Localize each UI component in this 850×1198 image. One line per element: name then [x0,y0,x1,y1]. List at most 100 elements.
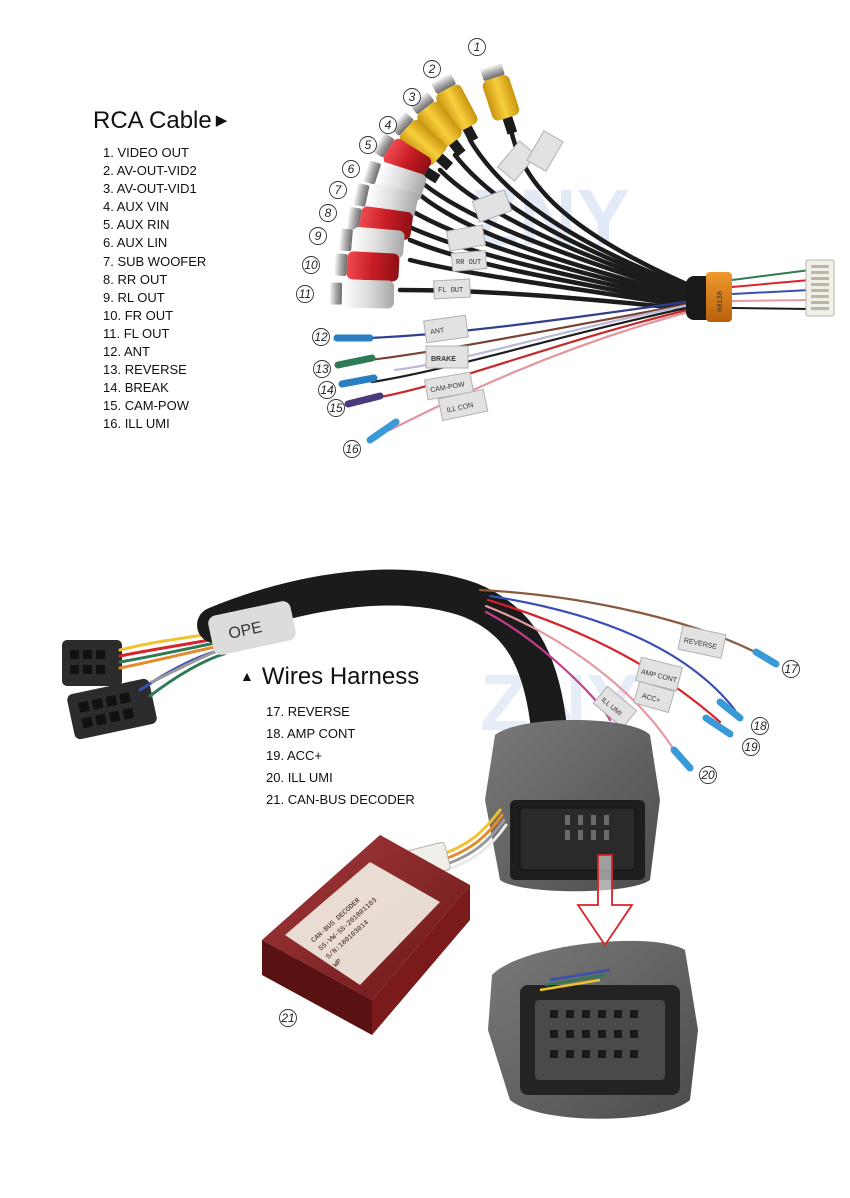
legend-number: 12. [103,344,124,360]
callout-number: 17 [784,662,799,676]
callout-circle [302,256,320,274]
rca-wire-tags: RR OUT FL OUT ANT BRAKE CAM-POW ILL CON [423,130,564,422]
harness-legend-item: 20. ILL UMI [266,769,415,791]
callout-circle [329,181,347,199]
legend-number: 9. [103,289,118,305]
callout-circle [309,227,327,245]
bundle-tag: 00138 [717,291,725,312]
iso-connector-left-top [62,640,122,686]
rca-legend-item: 2. AV-OUT-VID2 [103,162,206,180]
rca-legend-item: 4. AUX VIN [103,198,206,216]
legend-label: VIDEO OUT [117,145,189,160]
callout-circle [423,60,441,78]
sleeve-tag: OPE [227,619,264,643]
triangle-right-icon: ▶ [215,112,228,129]
svg-text:ANT: ANT [430,327,446,336]
callout-circle [343,440,361,458]
wires-harness: OPE REVERSE AMP CONT ACC+ [62,569,800,1119]
rca-legend-item: 9. RL OUT [103,289,206,307]
callout-number: 8 [325,206,332,220]
legend-label: CAM-POW [124,398,189,414]
callout-number: 14 [320,383,334,397]
legend-number: 14. [103,380,125,396]
harness-legend-item: 19. ACC+ [266,747,415,769]
wires-harness-title: ▲Wires Harness [240,663,420,690]
callout-circle [327,399,345,417]
legend-label: RL OUT [117,289,165,305]
legend-number: 4. [103,199,117,215]
callout-circle [742,738,760,756]
callout-circle [782,660,800,678]
callout-circle [318,381,336,399]
callout-circle [403,88,421,106]
harness-legend-item: 21. CAN-BUS DECODER [266,791,415,813]
rca-plug-9 [339,226,405,259]
callout-circle [319,204,337,222]
iso-connector-left-bottom [67,678,157,740]
rca-legend-item: 8. RR OUT [103,271,206,289]
legend-number: 21. [266,792,288,807]
legend-label: REVERSE [124,362,187,378]
legend-label: BREAK [124,380,169,396]
callout-number: 9 [315,229,322,243]
pin-13 [334,354,376,369]
rca-legend-item: 7. SUB WOOFER [103,253,206,271]
pin-16 [366,418,400,444]
down-arrow-icon [576,854,634,947]
legend-number: 6. [103,235,117,251]
callout-number: 11 [299,287,311,301]
legend-label: AUX VIN [116,199,169,215]
svg-text:ACC+: ACC+ [641,693,661,705]
callout-number: 13 [315,362,329,376]
quadlock-connector-top [485,720,660,892]
svg-text:RR OUT: RR OUT [456,259,481,267]
callout-circle [296,285,314,303]
canbus-decoder-box: CAN-BUS DECODERSS-VW-SS-201801103S/N:180… [262,835,470,1035]
legend-number: 8. [103,271,118,287]
callout-number: 7 [335,183,343,197]
callout-number: 18 [753,719,767,733]
svg-text:BRAKE: BRAKE [431,356,456,363]
legend-number: 19. [266,748,287,763]
rca-plug-3 [410,92,466,157]
legend-label: AUX RIN [116,217,170,233]
wire-17 [478,588,772,662]
callout-number: 6 [348,162,355,176]
legend-number: 11. [103,325,124,341]
legend-number: 15. [103,398,125,414]
legend-number: 2. [103,163,117,179]
legend-number: 17. [266,704,288,719]
callout-number: 5 [365,138,372,152]
rca-legend-item: 11. FL OUT [103,325,206,343]
rca-plug-4 [391,112,454,171]
rca-legend-item: 3. AV-OUT-VID1 [103,180,206,198]
legend-number: 20. [266,770,288,785]
callout-circle [342,160,360,178]
legend-number: 13. [103,362,125,378]
harness-sleeve [197,569,566,738]
harness-legend-item: 17. REVERSE [266,703,415,725]
callout-circle [313,360,331,378]
rca-legend-item: 1. VIDEO OUT [103,144,206,162]
legend-label: ANT [123,344,150,360]
wire-20 [484,604,682,762]
rca-legend-item: 5. AUX RIN [103,216,206,234]
rca-legend-item: 16. ILL UMI [103,415,206,433]
legend-label: CAN-BUS DECODER [287,792,415,807]
rca-plug-10 [334,251,400,282]
callout-circle [359,136,377,154]
rca-plug-11 [329,279,395,309]
svg-text:FL OUT: FL OUT [438,287,463,295]
legend-number: 18. [266,726,287,741]
rca-legend-item: 14. BREAK [103,379,206,397]
legend-label: FR OUT [124,307,174,323]
wire-19 [486,598,722,724]
pin-14 [338,374,378,388]
callout-number: 3 [409,90,416,104]
legend-label: SUB WOOFER [117,253,207,269]
